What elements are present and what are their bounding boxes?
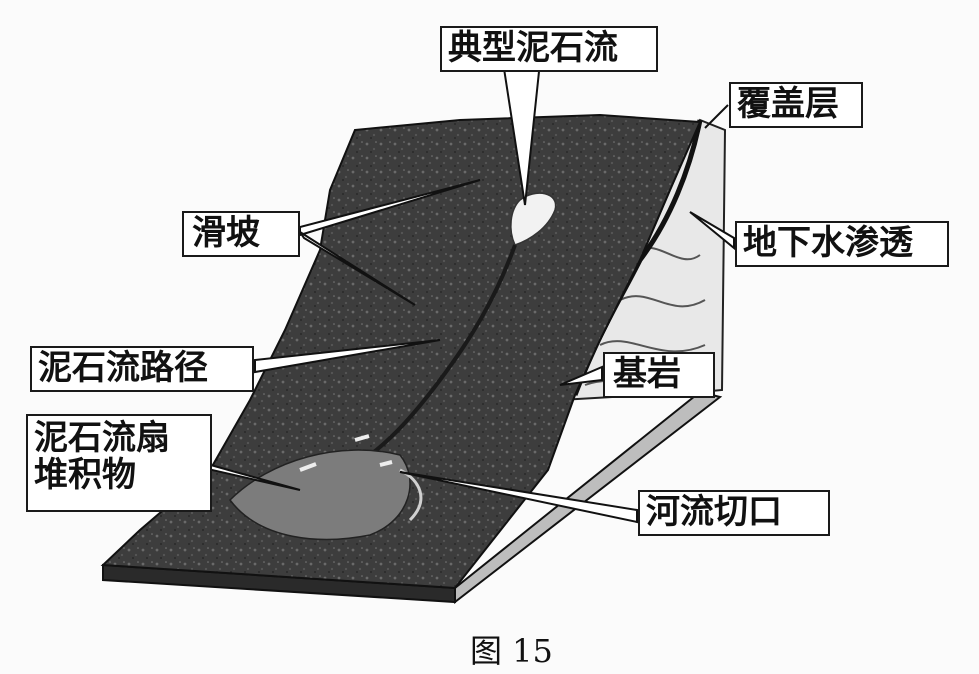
debris-fan-deposit: [229, 449, 411, 541]
label-typical-debris-flow: 典型泥石流: [440, 26, 658, 72]
label-debris-flow-path: 泥石流路径: [30, 346, 254, 392]
figure-caption: 图 15: [470, 632, 553, 670]
label-overburden: 覆盖层: [729, 82, 863, 128]
label-landslide: 滑坡: [182, 211, 300, 257]
base-slab-front: [454, 390, 723, 605]
fan-highlights: [299, 434, 393, 472]
debris-flow-source: [510, 192, 557, 246]
label-bedrock: 基岩: [603, 352, 715, 398]
label-river-incision: 河流切口: [638, 490, 830, 536]
leader-lines: [199, 61, 735, 524]
label-groundwater-seepage: 地下水渗透: [735, 221, 949, 267]
bedrock-strata: [584, 247, 706, 389]
mountain-slope: [100, 113, 702, 590]
label-debris-fan-deposit: 泥石流扇 堆积物: [26, 414, 212, 512]
